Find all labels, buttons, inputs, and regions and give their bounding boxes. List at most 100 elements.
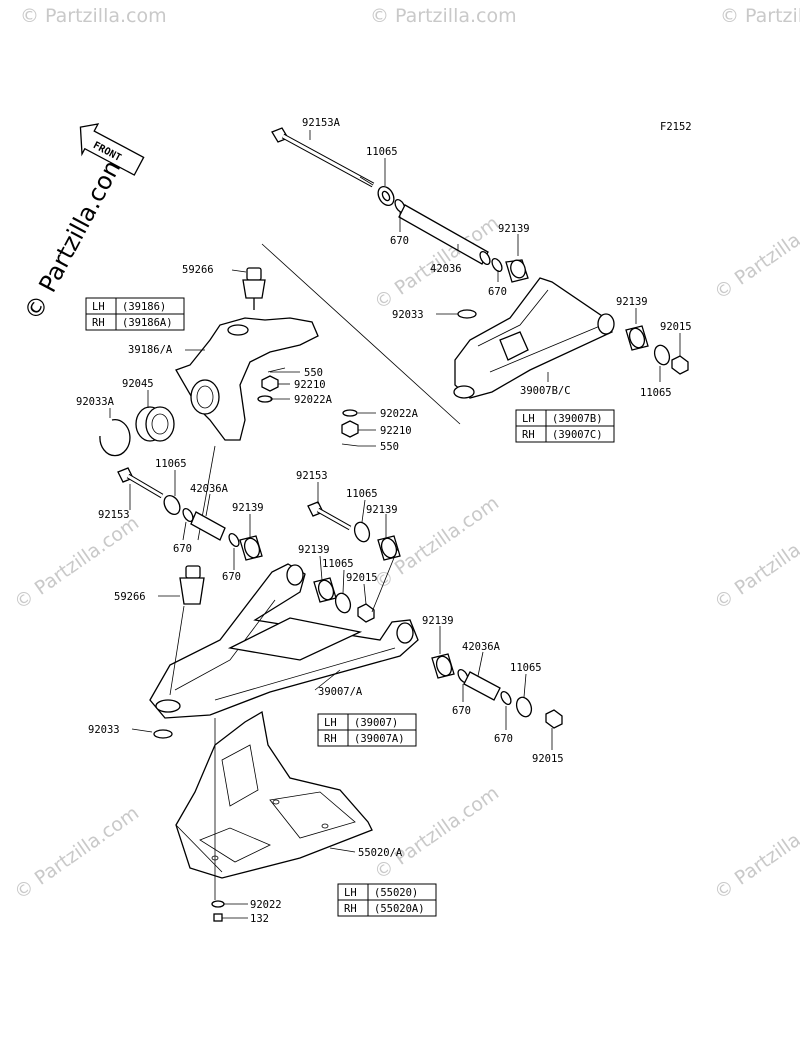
part-label: 92210 xyxy=(380,425,412,437)
nut-92210 xyxy=(261,375,279,392)
part-label: 42036 xyxy=(430,263,462,275)
cotter-pin-550 xyxy=(341,443,359,447)
part-label: 92033 xyxy=(88,724,120,736)
part-label: 39007B/C xyxy=(520,385,571,397)
table-cell: (39186) xyxy=(122,301,166,313)
cotter-pin-550 xyxy=(267,367,286,373)
collar-42036A xyxy=(190,511,226,541)
watermark-tile: © Partzilla.com xyxy=(710,202,800,304)
lh-rh-table-39007BC: LH (39007B) RH (39007C) xyxy=(515,409,615,443)
part-label: 11065 xyxy=(510,662,542,674)
circlip-92033 xyxy=(153,729,173,739)
part-label: 39186/A xyxy=(128,344,173,356)
oring-670 xyxy=(228,532,240,548)
leader-lines xyxy=(109,130,681,919)
part-label: 670 xyxy=(222,571,241,583)
figure-code: F2152 xyxy=(660,121,692,133)
lower-arm-assembly xyxy=(117,467,563,739)
table-cell: (39186A) xyxy=(122,317,173,329)
part-label: 92015 xyxy=(532,753,564,765)
washer-11065 xyxy=(334,592,352,614)
bushing-92139 xyxy=(313,577,337,603)
oring-670 xyxy=(182,507,194,523)
part-label: 92153A xyxy=(302,117,341,129)
part-label: 55020/A xyxy=(358,847,403,859)
watermark-tile: © Partzilla.com xyxy=(710,512,800,614)
part-label: 11065 xyxy=(640,387,672,399)
lh-rh-table-39007: LH (39007) RH (39007A) xyxy=(317,713,417,747)
part-label: 92139 xyxy=(498,223,530,235)
watermark-tile: © Partzilla.com xyxy=(370,5,517,27)
table-cell: LH xyxy=(344,887,357,899)
circlip-92033 xyxy=(457,309,477,319)
part-label: 550 xyxy=(380,441,399,453)
part-label: 670 xyxy=(390,235,409,247)
part-label: 92139 xyxy=(616,296,648,308)
part-label: 42036A xyxy=(462,641,501,653)
bushing-92139 xyxy=(377,535,401,561)
part-label: 670 xyxy=(452,705,471,717)
part-labels: 92153A 11065 670 42036 92139 670 92033 9… xyxy=(76,117,692,925)
part-label: 670 xyxy=(488,286,507,298)
upper-a-arm xyxy=(453,277,615,399)
front-arrow-icon: FRONT xyxy=(79,123,145,176)
bushing-92139 xyxy=(431,653,455,679)
lh-rh-table-55020: LH (55020) RH (55020A) xyxy=(337,883,437,917)
bolt-132 xyxy=(213,913,223,922)
part-label: 670 xyxy=(173,543,192,555)
part-label: 92210 xyxy=(294,379,326,391)
part-label: 92139 xyxy=(232,502,264,514)
table-cell: RH xyxy=(92,317,105,329)
part-label: 92015 xyxy=(346,572,378,584)
table-cell: RH xyxy=(344,903,357,915)
part-label: 92022A xyxy=(294,394,333,406)
collar-42036 xyxy=(398,204,491,266)
table-cell: LH xyxy=(324,717,337,729)
oring-670 xyxy=(500,690,512,706)
part-label: 42036A xyxy=(190,483,229,495)
watermark-tile: © Partzilla.com xyxy=(720,5,800,27)
table-cell: (39007) xyxy=(354,717,398,729)
watermark-tile: © Partzilla.com xyxy=(10,802,143,904)
watermark-tile: © Partzilla.com xyxy=(370,782,503,884)
bolt-92153A xyxy=(271,127,375,188)
washer-92022 xyxy=(211,900,225,908)
part-label: 11065 xyxy=(155,458,187,470)
watermark-tile: © Partzilla.com xyxy=(710,802,800,904)
table-cell: (39007B) xyxy=(552,413,603,425)
part-label: 92033 xyxy=(392,309,424,321)
table-cell: (55020) xyxy=(374,887,418,899)
part-label: 92033A xyxy=(76,396,115,408)
circlip-92033A xyxy=(99,419,131,457)
part-label: 92153 xyxy=(98,509,130,521)
part-label: 59266 xyxy=(182,264,214,276)
bolt-92153 xyxy=(117,467,164,499)
part-label: 92022A xyxy=(380,408,419,420)
part-label: 132 xyxy=(250,913,269,925)
part-label: 92139 xyxy=(366,504,398,516)
collar-42036A xyxy=(463,671,501,701)
part-label: 92153 xyxy=(296,470,328,482)
washer-11065 xyxy=(515,696,533,718)
nut-92210 xyxy=(341,420,359,438)
part-label: 92022 xyxy=(250,899,282,911)
part-label: 59266 xyxy=(114,591,146,603)
skid-plate-55020 xyxy=(175,710,373,879)
knuckle-assembly xyxy=(99,267,359,457)
washer-11065 xyxy=(163,495,181,515)
watermark-layer: © Partzilla.com © Partzilla.com © Partzi… xyxy=(10,5,800,904)
part-label: 92045 xyxy=(122,378,154,390)
washer-11065 xyxy=(653,344,671,366)
bearing-92045 xyxy=(135,406,175,442)
washer-11065 xyxy=(353,521,371,543)
bushing-92139 xyxy=(625,325,649,351)
part-label: 550 xyxy=(304,367,323,379)
ball-joint-59266 xyxy=(179,565,205,605)
part-label: 670 xyxy=(494,733,513,745)
bushing-92139 xyxy=(505,259,529,283)
part-label: 11065 xyxy=(346,488,378,500)
ball-joint-59266 xyxy=(242,267,266,310)
oring-670 xyxy=(491,257,503,273)
nut-92015 xyxy=(671,355,689,375)
